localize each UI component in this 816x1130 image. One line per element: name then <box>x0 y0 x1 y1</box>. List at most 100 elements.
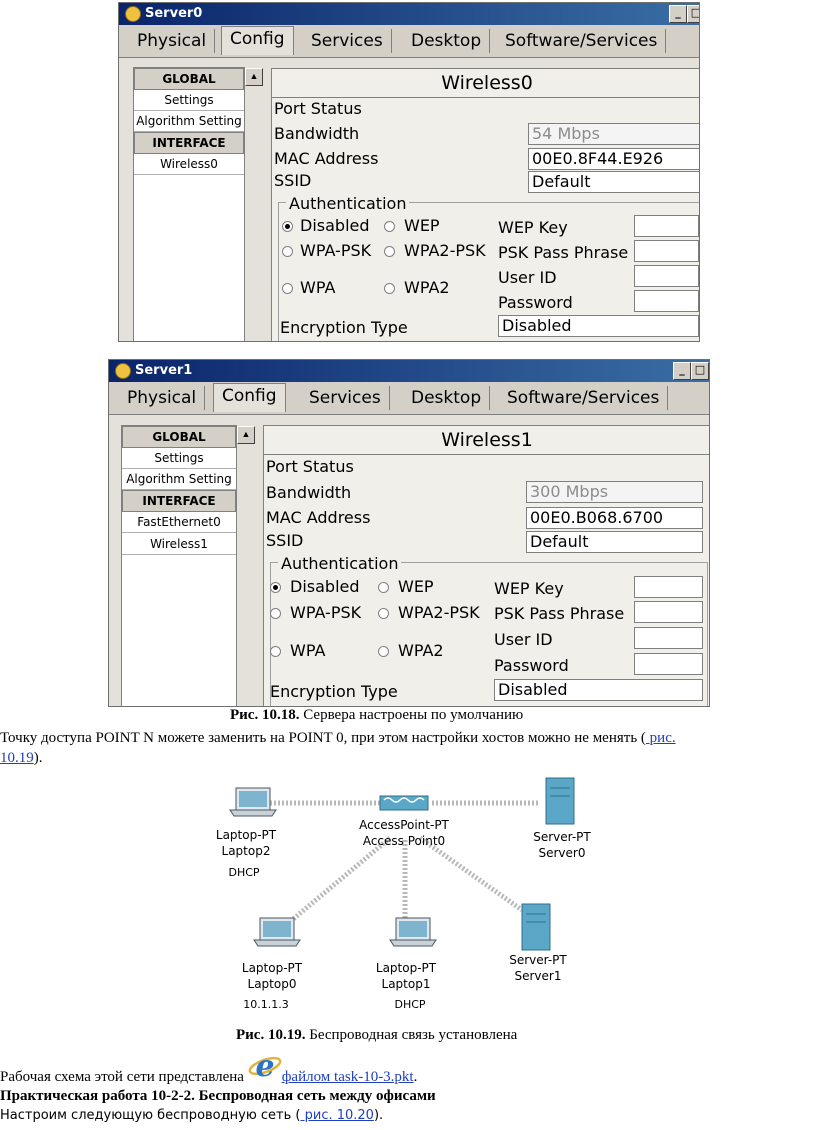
server1-config-window: Server1 _ □ Physical Config Services Des… <box>108 359 710 707</box>
interface-settings-panel: Wireless0 Port Status Bandwidth 54 Mbps … <box>271 68 699 341</box>
paragraph-tail: ). <box>373 1108 384 1123</box>
tab-services[interactable]: Services <box>303 29 392 53</box>
maximize-button[interactable]: □ <box>687 5 699 23</box>
radio-wpa[interactable] <box>282 283 293 294</box>
laptop2-type: Laptop-PT <box>216 828 277 842</box>
laptop2-ip-note: DHCP <box>228 866 259 879</box>
encryption-type-select[interactable]: Disabled <box>498 315 699 337</box>
password-label: Password <box>498 293 573 312</box>
wep-key-field[interactable] <box>634 215 699 237</box>
caption-number: Рис. 10.18. <box>230 707 300 723</box>
port-status-label: Port Status <box>274 99 362 118</box>
config-panel: GLOBAL Settings Algorithm Setting INTERF… <box>119 57 699 341</box>
encryption-type-select[interactable]: Disabled <box>494 679 703 701</box>
laptop0-type: Laptop-PT <box>242 961 303 975</box>
radio-wep[interactable] <box>384 221 395 232</box>
radio-wpa-psk[interactable] <box>270 608 281 619</box>
user-id-field[interactable] <box>634 265 699 287</box>
server0-name: Server0 <box>539 846 586 860</box>
radio-wpa-psk[interactable] <box>282 246 293 257</box>
caption-text: Беспроводная связь установлена <box>305 1027 518 1043</box>
figure-link[interactable]: рис. <box>645 730 676 746</box>
wpa2-psk-option-label: WPA2-PSK <box>404 241 486 260</box>
tab-services[interactable]: Services <box>301 386 390 410</box>
mac-address-field[interactable]: 00E0.8F44.E926 <box>528 148 699 170</box>
maximize-button[interactable]: □ <box>691 362 709 380</box>
window-titlebar: Server0 _ □ <box>119 3 699 25</box>
radio-wpa2[interactable] <box>378 646 389 657</box>
server0-type: Server-PT <box>533 830 591 844</box>
paragraph-continuation: 10.19). <box>0 750 43 767</box>
caption-text: Сервера настроены по умолчанию <box>299 707 524 723</box>
wpa-option-label: WPA <box>300 278 336 297</box>
password-field[interactable] <box>634 290 699 312</box>
scroll-up-button[interactable]: ▲ <box>237 426 255 444</box>
tab-desktop[interactable]: Desktop <box>403 386 491 410</box>
password-field[interactable] <box>634 653 703 675</box>
laptop2-name: Laptop2 <box>222 844 271 858</box>
bandwidth-field: 54 Mbps <box>528 123 699 145</box>
tab-config[interactable]: Config <box>221 26 294 55</box>
wpa2-psk-option-label: WPA2-PSK <box>398 603 480 622</box>
radio-wpa2-psk[interactable] <box>384 246 395 257</box>
sidebar-header-global: GLOBAL <box>122 426 236 448</box>
tab-physical[interactable]: Physical <box>119 386 206 410</box>
wpa-psk-option-label: WPA-PSK <box>300 241 372 260</box>
paragraph-text: Точку доступа POINT N можете заменить на… <box>0 730 646 746</box>
caption-number: Рис. 10.19. <box>236 1027 306 1043</box>
figure-link[interactable]: рис. 10.20 <box>300 1108 374 1123</box>
user-id-label: User ID <box>494 630 553 649</box>
config-sidebar: GLOBAL Settings Algorithm Setting INTERF… <box>121 425 237 706</box>
ssid-field[interactable]: Default <box>526 531 703 553</box>
tab-desktop[interactable]: Desktop <box>403 29 491 53</box>
paragraph-text: Настроим следующую беспроводную сеть ( <box>0 1108 301 1123</box>
sidebar-item-algorithm-setting[interactable]: Algorithm Setting <box>122 469 236 490</box>
minimize-button[interactable]: _ <box>673 362 691 380</box>
tab-config[interactable]: Config <box>213 383 286 412</box>
sidebar-item-settings[interactable]: Settings <box>122 448 236 469</box>
tab-physical[interactable]: Physical <box>129 29 216 53</box>
server1-name: Server1 <box>515 969 562 983</box>
radio-disabled[interactable] <box>282 221 293 232</box>
sidebar-item-fastethernet0[interactable]: FastEthernet0 <box>122 512 236 533</box>
radio-disabled[interactable] <box>270 582 281 593</box>
ssid-label: SSID <box>266 531 304 550</box>
ssid-field[interactable]: Default <box>528 171 699 193</box>
window-title: Server0 <box>145 6 203 21</box>
user-id-field[interactable] <box>634 627 703 649</box>
sidebar-header-interface: INTERFACE <box>122 490 236 512</box>
laptop1-ip-note: DHCP <box>394 998 425 1011</box>
scroll-up-button[interactable]: ▲ <box>245 68 263 86</box>
sidebar-item-wireless1[interactable]: Wireless1 <box>122 534 236 555</box>
access-point-type: AccessPoint-PT <box>359 818 449 832</box>
mac-address-field[interactable]: 00E0.B068.6700 <box>526 507 703 529</box>
tab-software-services[interactable]: Software/Services <box>497 29 667 53</box>
figure-link-number[interactable]: 10.19 <box>0 750 34 766</box>
pkt-file-link[interactable]: файлом task-10-3.pkt <box>281 1069 414 1085</box>
radio-wpa[interactable] <box>270 646 281 657</box>
psk-pass-phrase-field[interactable] <box>634 240 699 262</box>
bandwidth-label: Bandwidth <box>274 124 360 143</box>
paragraph-tail: ). <box>33 750 43 766</box>
sidebar-item-wireless0[interactable]: Wireless0 <box>134 154 244 175</box>
authentication-group <box>270 562 708 706</box>
sidebar-item-algorithm-setting[interactable]: Algorithm Setting <box>134 111 244 132</box>
server0-icon <box>545 777 575 825</box>
sidebar-item-settings[interactable]: Settings <box>134 90 244 111</box>
psk-pass-phrase-field[interactable] <box>634 601 703 623</box>
laptop2-icon <box>229 787 277 817</box>
access-point-icon <box>379 795 429 811</box>
radio-wep[interactable] <box>378 582 389 593</box>
wpa2-option-label: WPA2 <box>404 278 450 297</box>
wep-key-field[interactable] <box>634 576 703 598</box>
wep-key-label: WEP Key <box>498 218 568 237</box>
radio-wpa2[interactable] <box>384 283 395 294</box>
radio-wpa2-psk[interactable] <box>378 608 389 619</box>
paragraph-point-replace: Точку доступа POINT N можете заменить на… <box>0 730 816 747</box>
heading-text: Практическая работа 10-2-2. Беспроводная… <box>0 1088 436 1104</box>
minimize-button[interactable]: _ <box>669 5 687 23</box>
server1-type: Server-PT <box>509 953 567 967</box>
sidebar-header-global: GLOBAL <box>134 68 244 90</box>
tab-software-services[interactable]: Software/Services <box>499 386 669 410</box>
psk-pass-phrase-label: PSK Pass Phrase <box>494 604 625 623</box>
